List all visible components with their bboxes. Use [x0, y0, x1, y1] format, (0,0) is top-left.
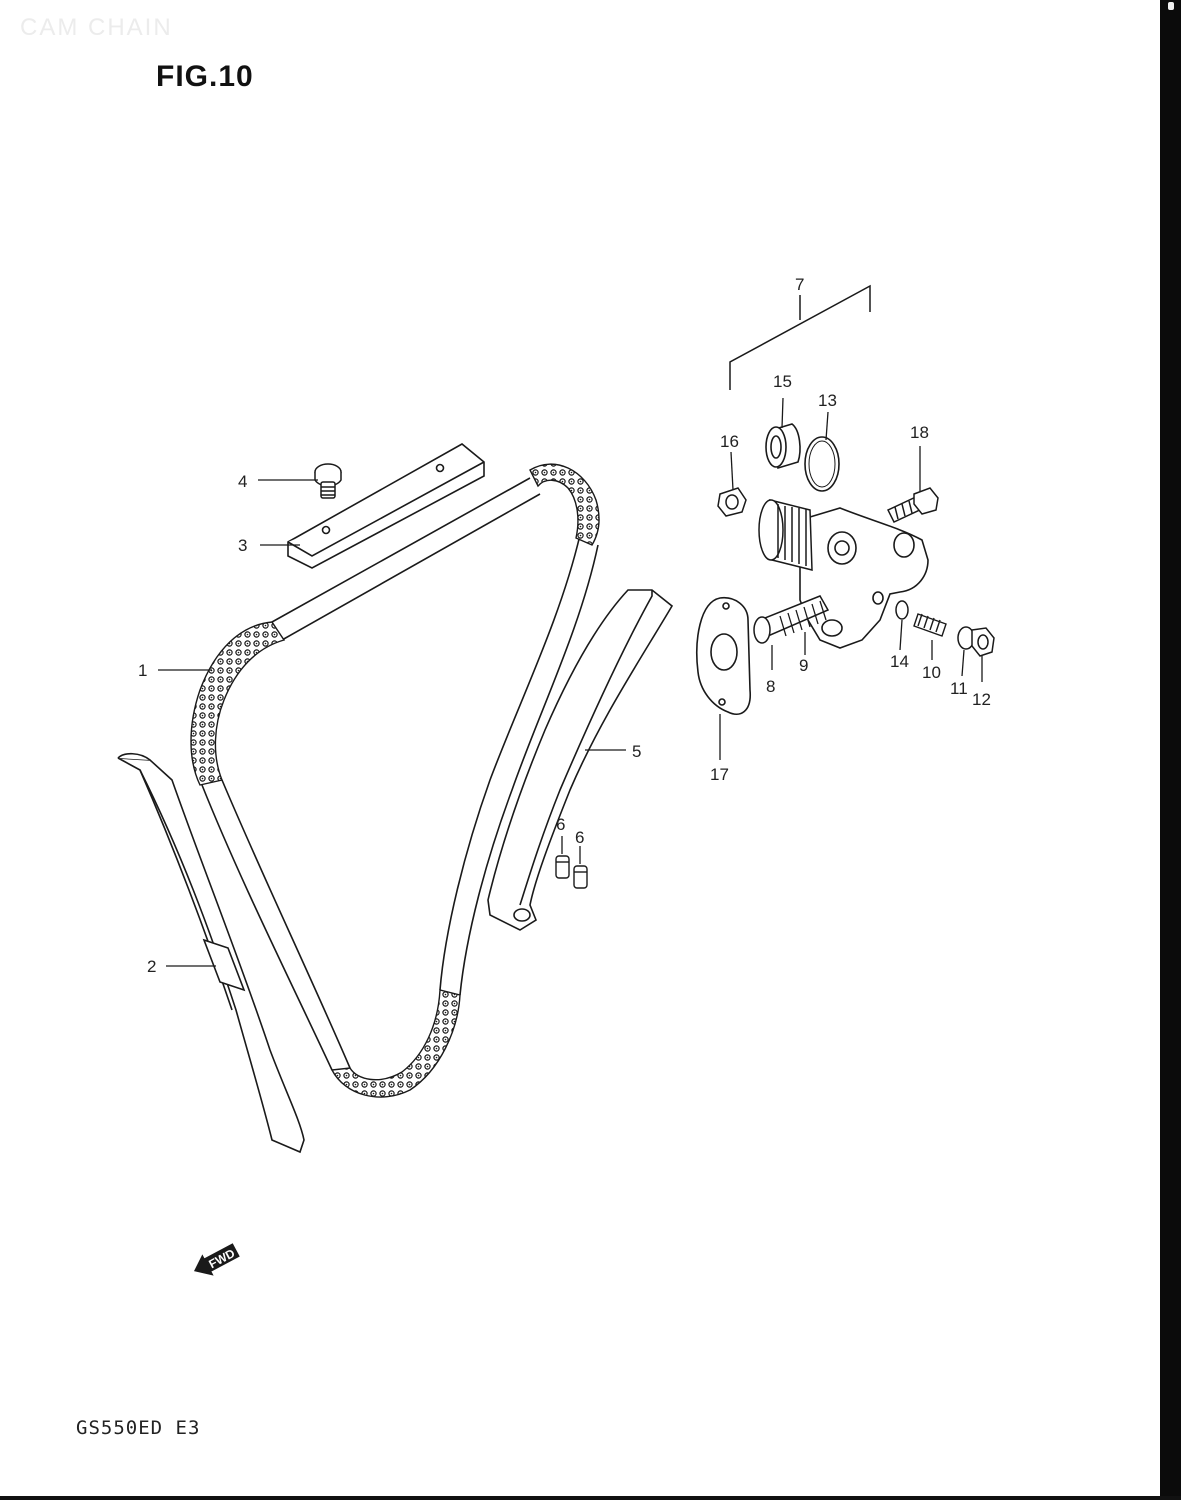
chain-guide-top-edge [287, 461, 485, 557]
chain-guide-top-hole-b [321, 525, 331, 535]
cushion-b [573, 865, 588, 889]
chain-guide-top [287, 443, 485, 569]
chain-guide-front-body [117, 757, 305, 1154]
callout-8: 8 [766, 677, 775, 696]
callout-16: 16 [720, 432, 739, 451]
callout-4: 4 [238, 472, 247, 491]
lock-nut [971, 627, 995, 657]
chain-guide-rear-inner-line [519, 590, 653, 906]
scan-edge-bottom [0, 1496, 1181, 1500]
chain-guide-top-hole-a [435, 463, 445, 473]
cam-chain-links [190, 463, 600, 1098]
tensioner-gasket [696, 596, 751, 715]
cam-chain-bottom-bend [330, 989, 461, 1098]
cushion-a [555, 855, 570, 879]
cam-chain-top-bend [529, 463, 600, 546]
callout-5: 5 [632, 742, 641, 761]
callout-6a: 6 [556, 815, 565, 834]
callout-3: 3 [238, 536, 247, 555]
figure-title: FIG.10 [156, 60, 254, 93]
callout-13: 13 [818, 391, 837, 410]
tensioner-spring-housing [758, 499, 813, 571]
callout-labels: 1 2 3 4 5 6 6 7 8 9 10 11 12 13 14 15 16… [138, 275, 991, 976]
callout-15: 15 [773, 372, 792, 391]
cam-chain-right-run-a [439, 534, 581, 991]
callout-17: 17 [710, 765, 729, 784]
adjuster-screw [913, 613, 947, 637]
washer [895, 600, 909, 620]
cushion-pair [555, 855, 588, 889]
callout-7: 7 [795, 275, 804, 294]
tensioner-spring [779, 600, 827, 637]
callout-10: 10 [922, 663, 941, 682]
tensioner-bolt [886, 487, 939, 523]
callout-12: 12 [972, 690, 991, 709]
model-code: GS550ED E3 [76, 1417, 201, 1439]
cam-chain-upper-run-b [281, 493, 541, 641]
leader-lines [158, 397, 983, 967]
chain-guide-rear-pivot [513, 908, 531, 922]
tensioner-nut [717, 487, 747, 517]
o-ring-inner [808, 440, 836, 488]
forward-arrow-icon: FWD [193, 1243, 240, 1276]
chain-guide-front-top-cap [117, 752, 151, 761]
scan-edge-mark [1168, 2, 1174, 10]
o-ring [804, 436, 840, 492]
scan-edge-right [1160, 0, 1181, 1500]
callout-1: 1 [138, 661, 147, 680]
callout-18: 18 [910, 423, 929, 442]
assembly-bracket [729, 284, 871, 390]
cam-chain-left-run-a [201, 784, 333, 1071]
callout-14: 14 [890, 652, 909, 671]
callout-6b: 6 [575, 828, 584, 847]
chain-guide-rear [487, 589, 674, 931]
oil-seal [765, 423, 801, 470]
cam-chain [201, 477, 599, 1071]
chain-guide-front-mount-tab [202, 938, 246, 992]
tensioner-body [799, 507, 929, 649]
chain-guide-front [117, 752, 305, 1154]
cam-chain-left-bend [190, 621, 286, 786]
cam-chain-right-run-b [459, 544, 599, 996]
push-rod [753, 595, 830, 644]
callout-9: 9 [799, 656, 808, 675]
callout-11: 11 [950, 679, 968, 698]
callout-2: 2 [147, 957, 156, 976]
screw [314, 463, 342, 499]
section-title-ghost: CAM CHAIN [20, 14, 173, 41]
cam-chain-upper-run-a [271, 477, 531, 623]
cam-chain-left-run-b [221, 779, 351, 1069]
